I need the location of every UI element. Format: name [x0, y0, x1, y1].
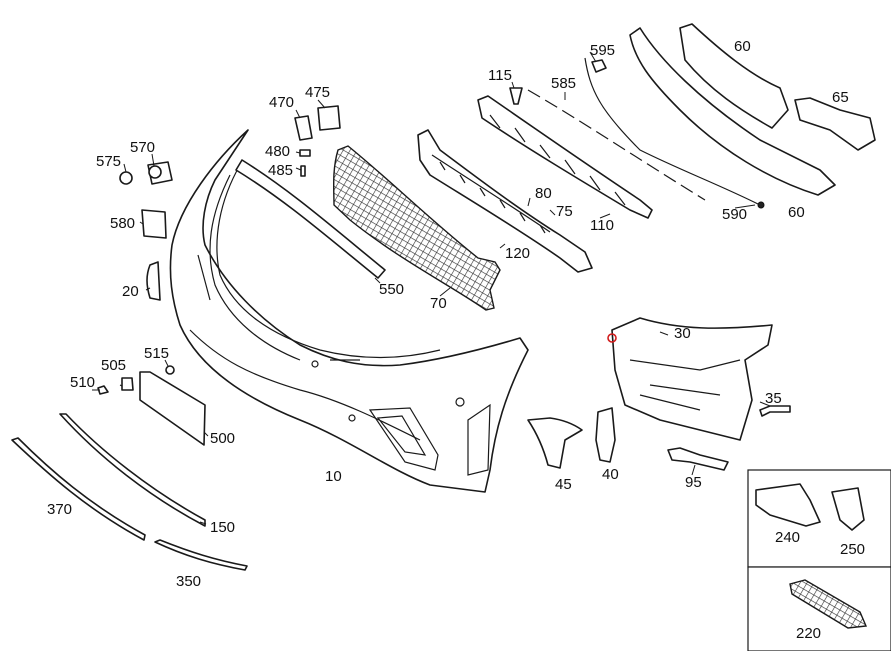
trim-strip-350-part: [154, 539, 248, 571]
label-480: 480: [265, 143, 290, 160]
label-580: 580: [110, 215, 135, 232]
label-575: 575: [96, 153, 121, 170]
label-585: 585: [551, 75, 576, 92]
label-20: 20: [122, 283, 139, 300]
label-110: 110: [590, 217, 614, 234]
label-590: 590: [722, 206, 747, 223]
label-35: 35: [765, 390, 782, 407]
label-515: 515: [144, 345, 169, 362]
part-labels: 10 20 30 35 40 45 60 60 65 70 75 80 95 1…: [47, 38, 865, 642]
label-240: 240: [775, 529, 800, 546]
label-120: 120: [505, 245, 530, 262]
bolt-115-part: [509, 87, 523, 105]
bracket-95-part: [667, 447, 729, 471]
grille-frame-strip-part: [235, 159, 386, 279]
support-bracket-60-upper-part: [679, 23, 789, 129]
support-bracket-60-lower-part: [629, 27, 836, 196]
trim-45-part: [527, 417, 583, 469]
label-500: 500: [210, 430, 235, 447]
grille-insert-220-part: [789, 579, 868, 629]
label-485: 485: [268, 162, 293, 179]
radiator-grille-part: [332, 145, 501, 311]
screw-485-part: [300, 165, 306, 177]
label-75: 75: [556, 203, 573, 220]
label-80: 80: [535, 185, 552, 202]
clip-595-part: [591, 59, 607, 73]
label-550: 550: [379, 281, 404, 298]
label-60-upper: 60: [734, 38, 751, 55]
label-10: 10: [325, 468, 342, 485]
label-475: 475: [305, 84, 330, 101]
label-510: 510: [70, 374, 95, 391]
label-595: 595: [590, 42, 615, 59]
label-250: 250: [840, 541, 865, 558]
trim-40-part: [595, 407, 616, 463]
nut-505-part: [121, 377, 134, 391]
cable-channel-part: [527, 89, 706, 201]
sensor-575-part: [119, 171, 133, 185]
label-350: 350: [176, 573, 201, 590]
label-505: 505: [101, 357, 126, 374]
label-570: 570: [130, 139, 155, 156]
label-45: 45: [555, 476, 572, 493]
nut-480-part: [299, 149, 311, 157]
license-plate-bracket-part: [139, 371, 206, 446]
label-40: 40: [602, 466, 619, 483]
trim-strip-370-part: [11, 437, 146, 541]
bumper-cover-part: [169, 129, 529, 493]
wire-harness-part: [584, 57, 761, 206]
grille-insert-240-part: [755, 483, 821, 527]
grille-bracket-part: [417, 129, 593, 273]
bolt-35-part: [759, 405, 791, 417]
label-370: 370: [47, 501, 72, 518]
inset-box-upper: [747, 469, 891, 568]
label-470: 470: [269, 94, 294, 111]
cover-20-part: [146, 261, 161, 301]
module-580-part: [141, 209, 167, 239]
label-95: 95: [685, 474, 702, 491]
label-30: 30: [674, 325, 691, 342]
trim-strip-150-part: [59, 413, 206, 527]
label-65: 65: [832, 89, 849, 106]
label-115: 115: [488, 67, 512, 84]
label-70: 70: [430, 295, 447, 312]
label-150: 150: [210, 519, 235, 536]
clip-515-part: [165, 365, 175, 375]
label-220: 220: [796, 625, 821, 642]
marker-red: [607, 333, 617, 343]
bracket-65-part: [794, 97, 876, 151]
grille-insert-250-part: [831, 487, 865, 531]
sensor-570-part: [147, 161, 173, 185]
bracket-470-part: [294, 115, 313, 141]
leader-lines: [92, 51, 771, 525]
unit-475-part: [317, 105, 341, 131]
label-60-lower: 60: [788, 204, 805, 221]
screw-510-part: [97, 385, 109, 395]
impact-absorber-part: [477, 95, 653, 219]
side-bracket-30-part: [611, 317, 773, 441]
